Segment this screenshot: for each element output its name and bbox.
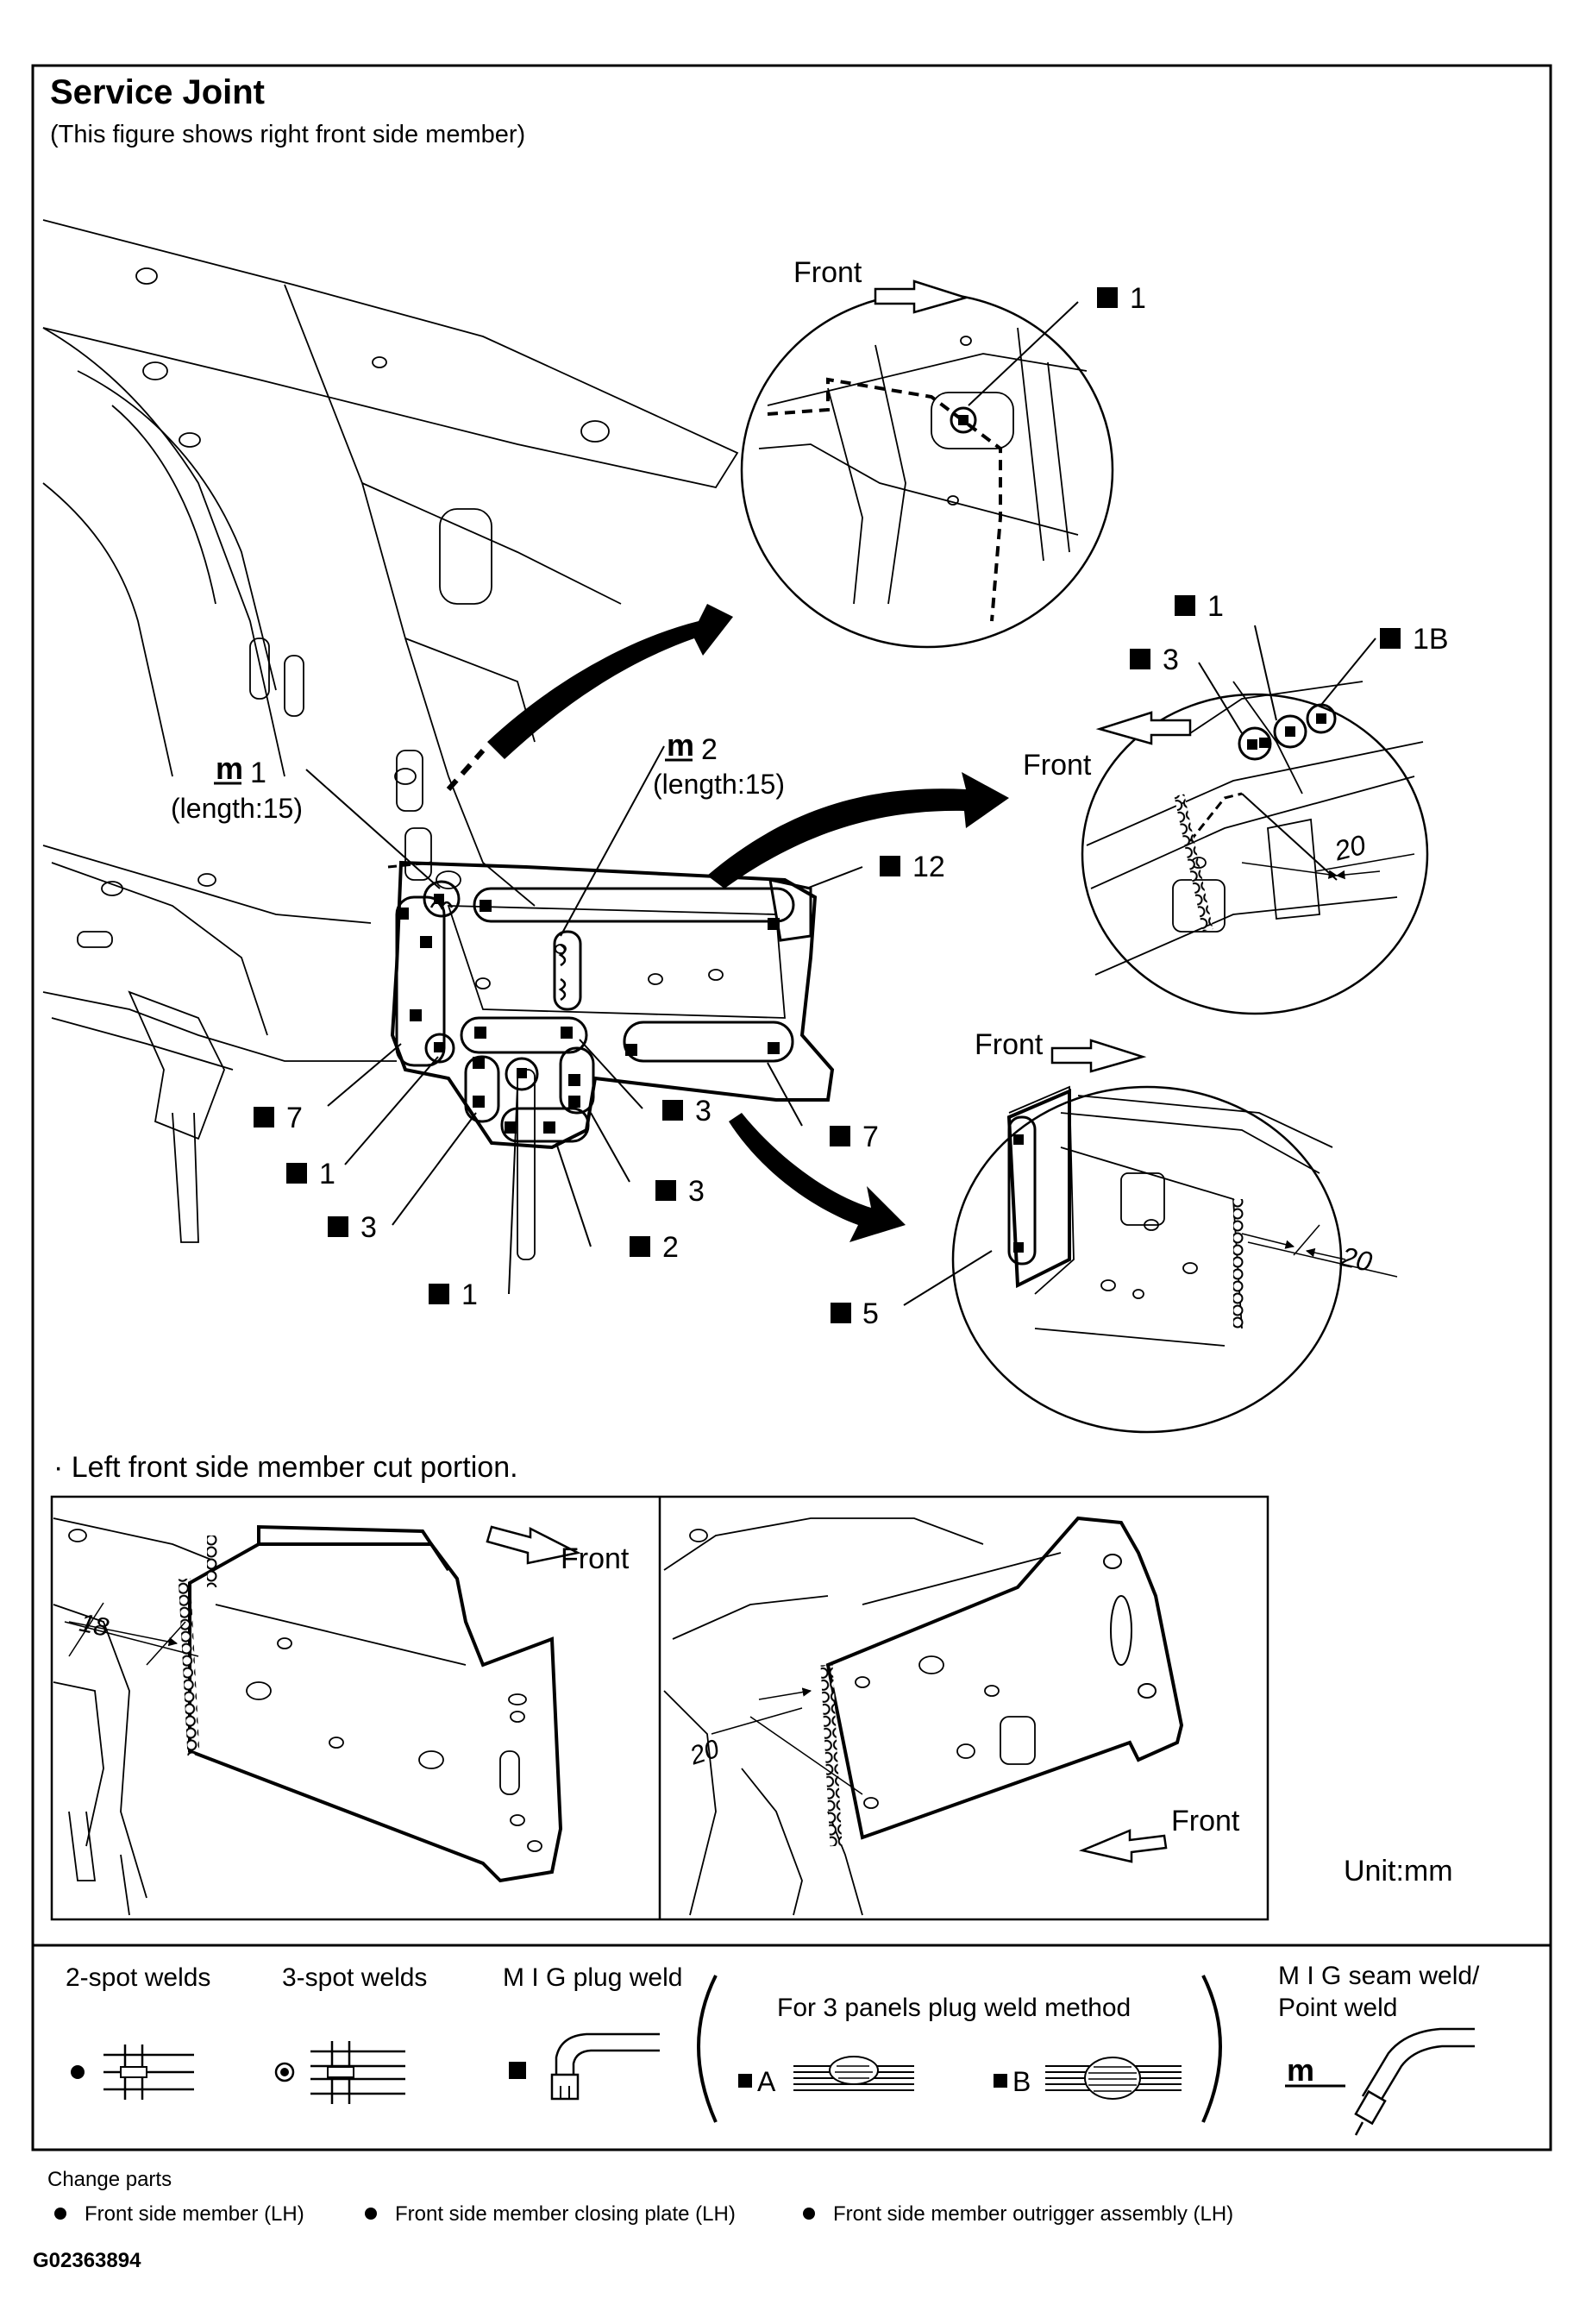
callout-plug-7-left: 7 [286,1102,303,1134]
right-panel-illustration [663,1516,1184,1916]
front-label-top: Front [793,256,862,289]
mig-seam-glyphs [429,901,567,1002]
mig-seam-callout-2: m 2 (length:15) [653,727,785,800]
three-panel-method-b-icon [994,2057,1182,2100]
legend-mig-seam-label-1: M I G seam weld/ [1278,1962,1480,1990]
left-panel-dimension: 18 [77,1609,111,1643]
detail-middle-dimension: 20 [1331,829,1369,867]
two-spot-weld-icon [71,2044,194,2100]
vehicle-body-sketch [42,219,739,1260]
front-side-member [390,860,835,1150]
bullet-icon [803,2208,815,2220]
front-arrow-middle [1095,711,1192,745]
plug-weld-icon [662,1100,683,1121]
plug-weld-icon [1175,595,1195,616]
three-panel-method-a-icon [738,2056,914,2091]
plug-weld-markers [397,894,780,1134]
detail-circle-bottom [903,1085,1398,1434]
outer-frame [31,64,1552,2151]
change-part-item: Front side member outrigger assembly (LH… [833,2202,1233,2226]
plug-weld-icon [655,1180,676,1201]
page-title: Service Joint [50,73,265,111]
plug-weld-icon [1097,287,1118,308]
svg-text:m: m [216,751,243,786]
svg-text:m: m [1287,2052,1314,2088]
callout-plug-7-right: 7 [862,1121,879,1153]
mig-seam-callout-1: m 1 (length:15) [171,751,303,824]
bullet-icon [54,2208,66,2220]
legend-three-spot-label: 3-spot welds [282,1963,427,1992]
plug-weld-icon [328,1216,348,1237]
front-label-right-panel: Front [1171,1805,1240,1837]
callout-plug-12: 12 [912,851,945,883]
three-spot-weld-icon [274,2041,405,2104]
left-section-heading: · Left front side member cut portion. [53,1451,518,1484]
callout-plug-3-left: 3 [360,1211,377,1244]
detail-middle-plug-3: 3 [1163,644,1179,676]
front-arrow-bottom [1050,1039,1147,1073]
callout-plug-2: 2 [662,1231,679,1264]
front-label-bottom: Front [975,1028,1044,1061]
detail-middle-plug-1b: 1B [1413,623,1449,656]
mig-plug-weld-icon [509,2032,660,2101]
plug-weld-icon [1130,649,1150,669]
callout-plug-3-mid: 3 [695,1095,712,1127]
front-arrow-left-panel [486,1525,581,1565]
svg-text:m: m [667,727,694,763]
front-label-left-panel: Front [561,1542,630,1575]
plug-weld-icon [630,1236,650,1257]
callout-plug-3-lower: 3 [688,1175,705,1208]
leader-lines [305,745,863,1295]
plug-weld-icon [831,1303,851,1323]
front-arrow-top [874,280,970,314]
page-subtitle: (This figure shows right front side memb… [50,121,525,148]
change-part-item: Front side member closing plate (LH) [395,2202,736,2226]
detail-middle-plug-1: 1 [1207,590,1224,623]
legend-mig-plug-label: M I G plug weld [503,1963,682,1992]
mig-seam-weld-icon: m [1285,2027,1475,2136]
legend-method-b: B [1012,2066,1031,2097]
figure-code: G02363894 [33,2249,141,2272]
legend-three-panel-label: For 3 panels plug weld method [777,1994,1131,2022]
detail-arrows [487,604,1009,1242]
legend-mig-seam-label-2: Point weld [1278,1994,1397,2022]
detail-bottom-plug-5: 5 [862,1297,879,1330]
plug-weld-icon [1380,628,1401,649]
callout-seam-2-number: 2 [701,733,718,766]
plug-weld-icon [254,1107,274,1127]
bracket-right-icon [1201,1975,1222,2123]
detail-top-plug-1: 1 [1130,282,1146,315]
plug-weld-icon [830,1126,850,1146]
detail-circle-top [740,292,1114,649]
callout-seam-1-number: 1 [250,757,266,789]
weld-group-outlines [395,878,812,1143]
callout-seam-1-length: (length:15) [171,793,303,824]
front-label-middle: Front [1023,749,1092,782]
detail-circle-middle [1081,625,1429,1015]
callout-plug-1-left: 1 [319,1158,335,1190]
callout-plug-1-bottom: 1 [461,1278,478,1311]
bullet-icon [365,2208,377,2220]
change-parts-heading: Change parts [47,2168,172,2191]
change-part-item: Front side member (LH) [85,2202,304,2226]
right-panel-dimension: 20 [686,1735,723,1771]
bracket-left-icon [697,1975,718,2123]
front-arrow-right-panel [1078,1829,1168,1863]
detail-bottom-dimension: 20 [1338,1241,1375,1278]
legend-two-spot-label: 2-spot welds [66,1963,210,1992]
callout-seam-2-length: (length:15) [653,769,785,800]
legend-method-a: A [757,2066,776,2097]
plug-weld-icon [880,856,900,876]
plug-weld-icon [429,1284,449,1304]
unit-label: Unit:mm [1344,1855,1453,1887]
plug-weld-icon [286,1163,307,1184]
left-panel-illustration [53,1517,563,1916]
